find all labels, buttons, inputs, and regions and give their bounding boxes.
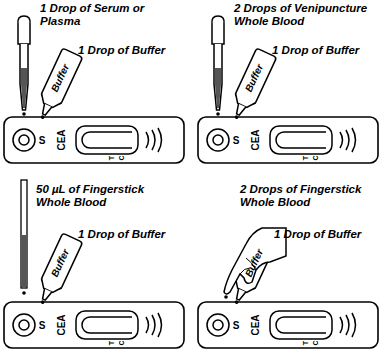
buffer-instruction: 1 Drop of Buffer (274, 228, 361, 241)
sample-well-label: S (39, 135, 46, 146)
control-line-label: C (118, 155, 126, 160)
test-line-label: T (108, 341, 116, 345)
buffer-instruction: 1 Drop of Buffer (78, 44, 165, 57)
test-line-label: T (108, 156, 116, 160)
sample-well-label: S (39, 320, 46, 331)
test-name: CEA (56, 314, 67, 335)
test-name: CEA (56, 129, 67, 150)
test-line-label: T (302, 341, 310, 345)
instruction-text: 2 Drops of Fingerstick Whole Blood (240, 183, 386, 208)
test-name: CEA (250, 314, 261, 335)
control-line-label: C (312, 340, 320, 345)
sample-well-label: S (233, 320, 240, 331)
test-line-label: T (302, 156, 310, 160)
control-line-label: C (118, 340, 126, 345)
buffer-instruction: 1 Drop of Buffer (78, 228, 165, 241)
sample-well-label: S (233, 135, 240, 146)
control-line-label: C (312, 155, 320, 160)
buffer-instruction: 1 Drop of Buffer (272, 44, 359, 57)
test-name: CEA (250, 129, 261, 150)
instruction-text: 1 Drop of Serum or Plasma (40, 2, 148, 27)
instruction-text: 2 Drops of Venipuncture Whole Blood (234, 2, 384, 27)
instruction-text: 50 µL of Fingerstick Whole Blood (36, 183, 176, 208)
